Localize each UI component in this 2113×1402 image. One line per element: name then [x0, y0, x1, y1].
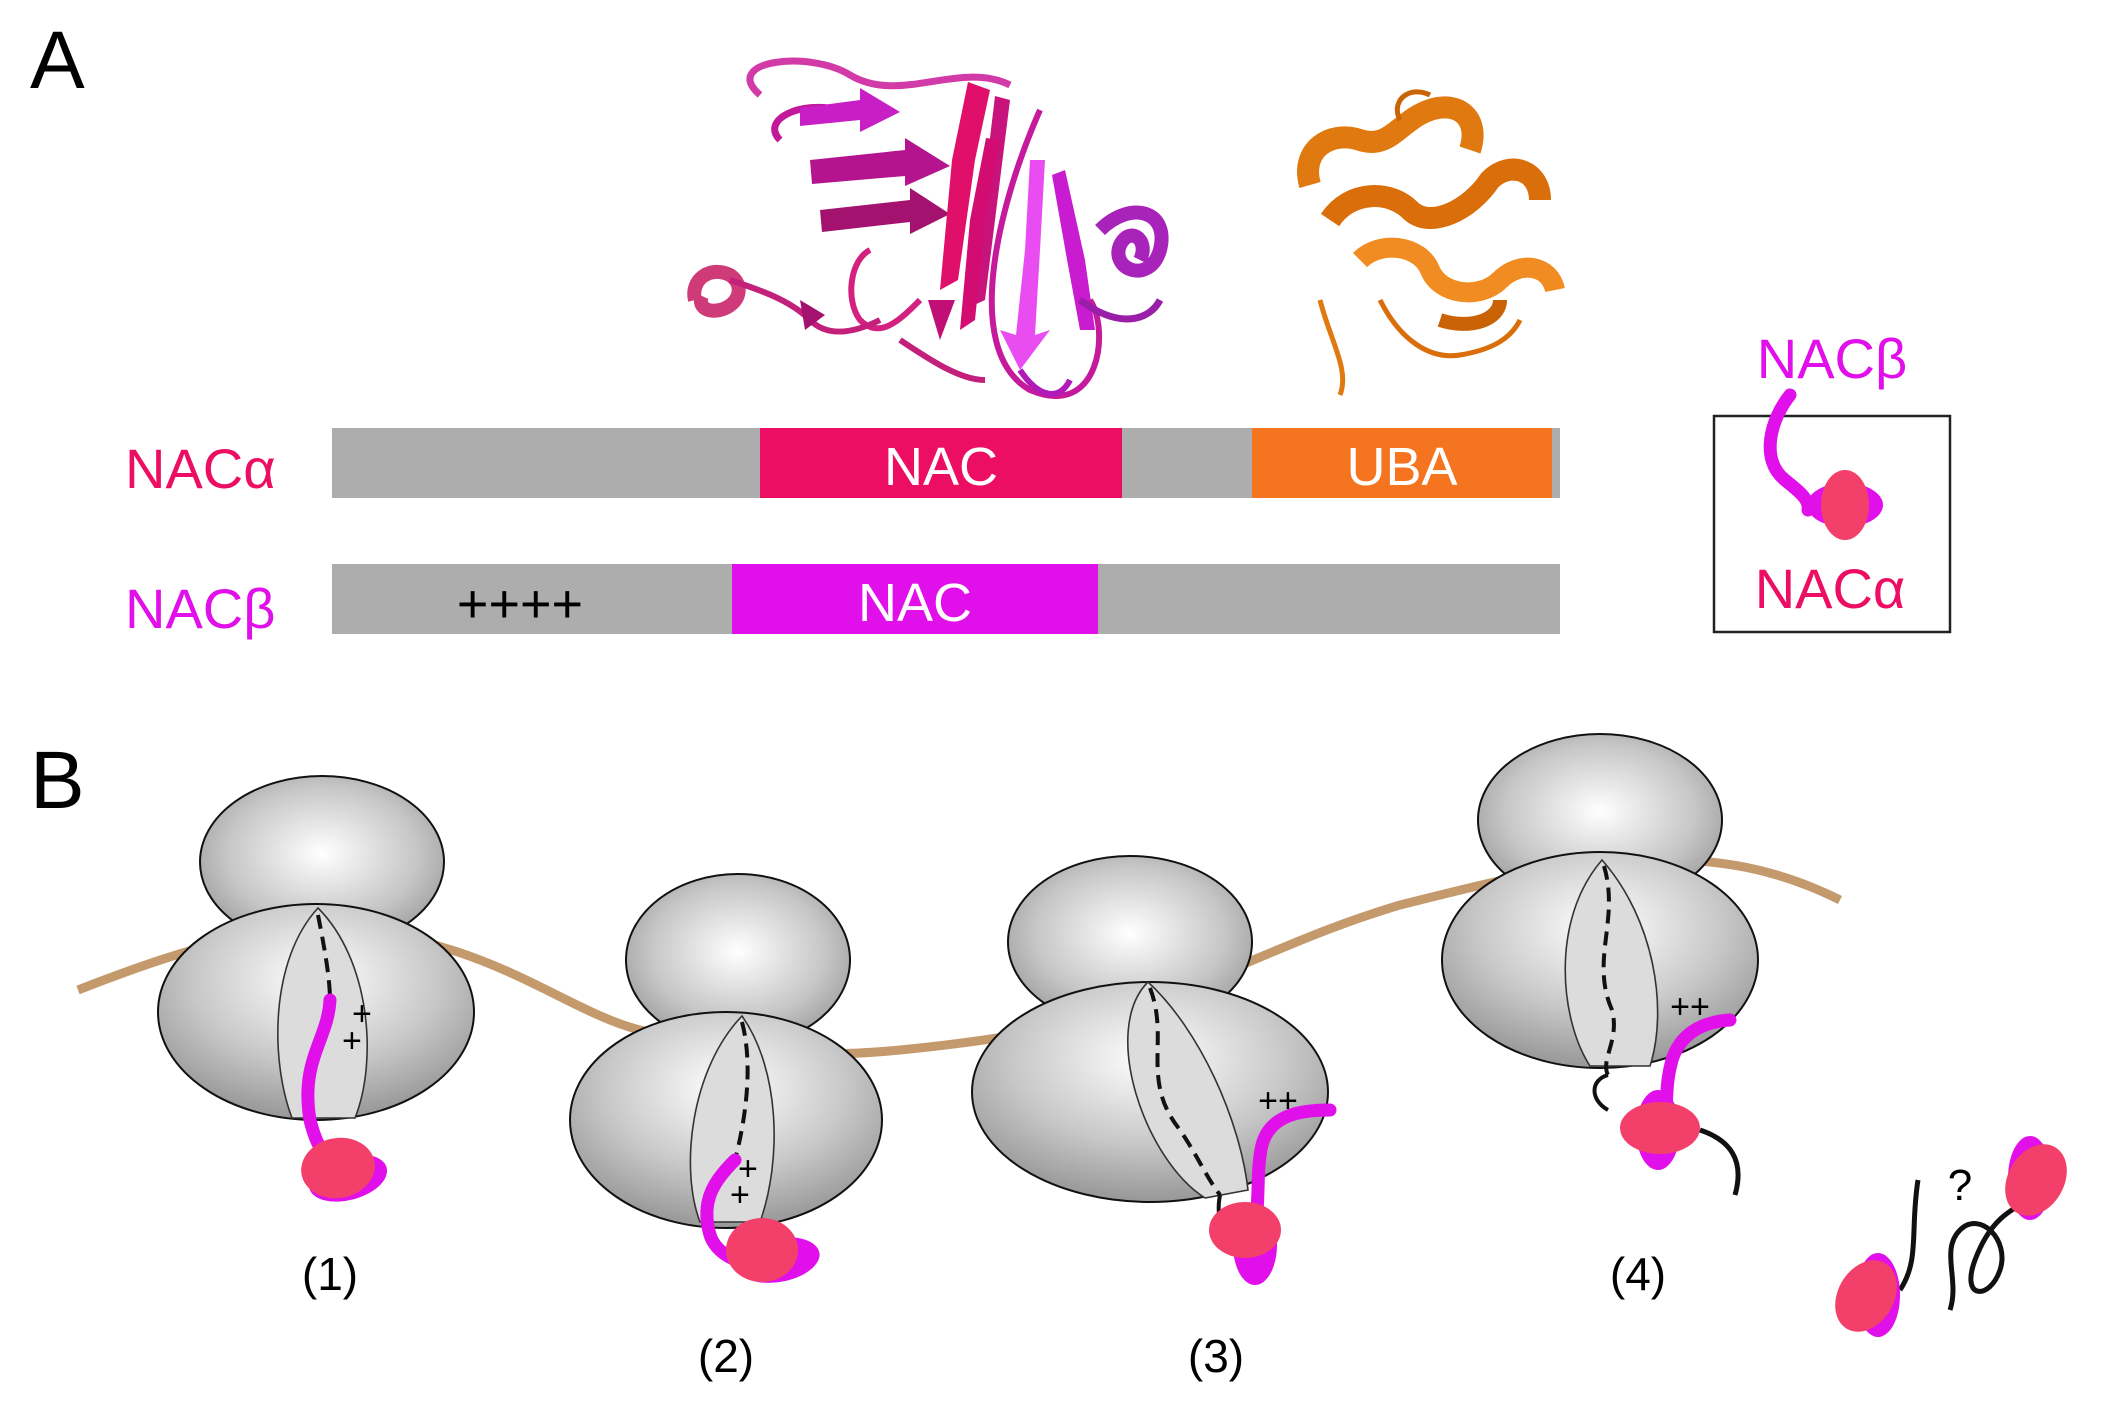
stage-1-label: (1)	[302, 1248, 358, 1300]
nac-alpha-bar: NACα NAC UBA	[125, 428, 1560, 500]
nac-beta-nac-label: NAC	[858, 573, 972, 633]
ribosome-stage-4: ++ (4)	[1441, 733, 1759, 1300]
nac-alpha-uba-domain	[1252, 428, 1552, 498]
legend-box: NACβ NACα	[1712, 327, 1952, 634]
nac-alpha-linker-n	[332, 428, 760, 498]
nac-alpha-linker-c	[1552, 428, 1560, 498]
stage-1-charge-a: +	[352, 995, 372, 1033]
stage-2-label: (2)	[698, 1330, 754, 1382]
nac-alpha-bar-name: NACα	[125, 437, 276, 500]
ribosome-stage-3: ++ (3)	[971, 855, 1337, 1382]
nac-beta-nac-domain	[732, 564, 1098, 634]
stage-3-charge: ++	[1258, 1082, 1298, 1120]
nac-alpha-linker-mid	[1122, 428, 1252, 498]
released-nac-complexes: ?	[1835, 1136, 2067, 1337]
nac-alpha-nac-label: NAC	[884, 437, 998, 497]
legend-bottom-label: NACα	[1755, 557, 1906, 620]
ribosome-stage-2: + + (2)	[569, 873, 883, 1382]
nac-beta-charge: ++++	[457, 574, 583, 634]
nac-beta-bar: NACβ NAC ++++	[125, 564, 1560, 640]
stage-4-charge: ++	[1670, 988, 1710, 1026]
stage-1-charge-b: +	[342, 1022, 362, 1060]
nac-alpha-uba-label: UBA	[1346, 437, 1457, 497]
panel-b-label: B	[30, 735, 85, 826]
panel-a-label: A	[30, 15, 85, 106]
stage-2-charge-a: +	[738, 1150, 758, 1188]
legend-top-label: NACβ	[1757, 327, 1907, 390]
nac-beta-linker-n	[332, 564, 732, 634]
uba-domain-structure	[1297, 89, 1565, 396]
ribosome-stage-1: + + (1)	[157, 775, 475, 1300]
stage-2-charge-b: +	[730, 1176, 750, 1214]
nac-beta-linker-c	[1098, 564, 1560, 634]
stage-4-label: (4)	[1610, 1248, 1666, 1300]
nac-beta-bar-name: NACβ	[125, 577, 275, 640]
nac-alpha-nac-domain	[760, 428, 1122, 498]
stage-3-label: (3)	[1188, 1330, 1244, 1382]
released-question-mark: ?	[1948, 1161, 1972, 1210]
nac-domain-structure	[687, 57, 1169, 400]
